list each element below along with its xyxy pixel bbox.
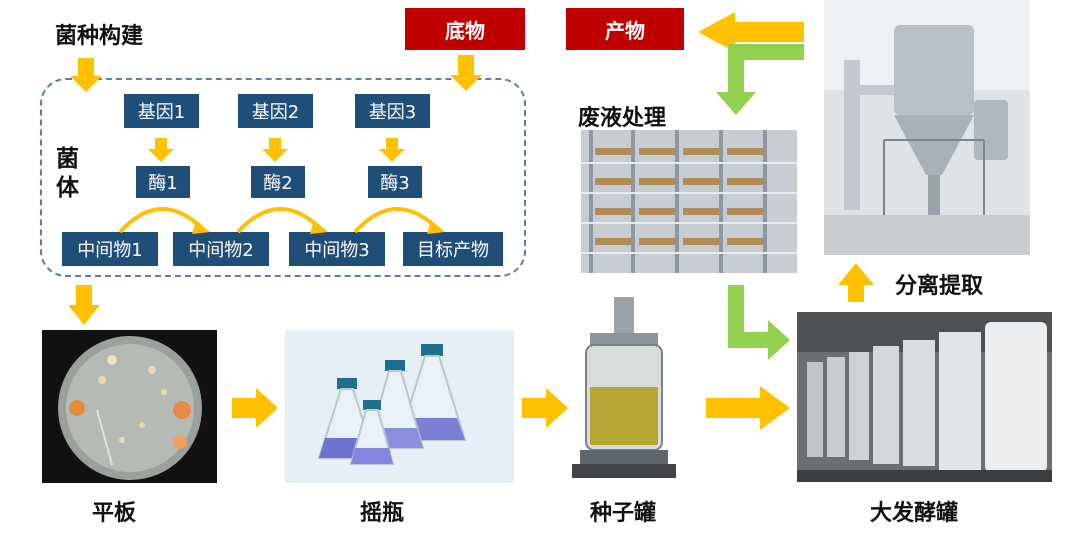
waste-treatment-title: 废液处理 xyxy=(578,106,667,131)
stage-flask-label: 摇瓶 xyxy=(360,501,405,526)
arc-intermediate2-3 xyxy=(236,206,322,234)
arrow-fermenter-up xyxy=(838,263,874,302)
intermediate-3-box: 中间物3 xyxy=(289,232,385,266)
seed-tank-photo xyxy=(562,295,687,485)
enzyme-3-box: 酶3 xyxy=(368,166,422,198)
stage-seed-label: 种子罐 xyxy=(590,501,657,526)
enzyme-2-box: 酶2 xyxy=(251,166,305,198)
cell-region xyxy=(40,78,526,277)
arc-intermediate1-2 xyxy=(118,206,204,234)
arrow-strain-down xyxy=(70,58,102,92)
arc-intermediate3-target xyxy=(353,206,439,234)
separation-equipment-photo xyxy=(824,0,1030,255)
gene-1-box: 基因1 xyxy=(124,94,199,128)
gene-2-box: 基因2 xyxy=(238,94,313,128)
arrow-substrate-down xyxy=(450,55,482,91)
arrow-waste-to-fermenter xyxy=(728,285,790,360)
substrate-box: 底物 xyxy=(405,8,525,50)
target-product-box: 目标产物 xyxy=(403,232,503,266)
arrow-to-waste xyxy=(716,44,804,115)
stage-fermenter-label: 大发酵罐 xyxy=(870,501,959,526)
gene-3-box: 基因3 xyxy=(355,94,430,128)
intermediate-1-box: 中间物1 xyxy=(62,232,158,266)
arrow-gene1-down xyxy=(148,138,174,162)
separation-title: 分离提取 xyxy=(895,274,984,299)
arrow-plate-to-flask xyxy=(232,388,278,428)
arrow-gene3-down xyxy=(379,138,405,162)
arrow-gene2-down xyxy=(262,138,288,162)
arrow-seed-to-fermenter xyxy=(706,386,790,430)
intermediate-2-box: 中间物2 xyxy=(173,232,269,266)
enzyme-1-box: 酶1 xyxy=(136,166,190,198)
flask-photo xyxy=(285,330,514,483)
stage-plate-label: 平板 xyxy=(92,501,137,526)
arrow-to-product xyxy=(698,12,804,52)
product-box: 产物 xyxy=(566,8,684,50)
arrow-flask-to-seed xyxy=(522,388,568,428)
cell-label: 菌体 xyxy=(56,146,79,201)
arrow-cell-down xyxy=(68,285,100,325)
fermenter-photo xyxy=(797,312,1052,482)
waste-treatment-photo xyxy=(581,130,797,273)
plate-photo xyxy=(42,330,217,483)
strain-construction-title: 菌种构建 xyxy=(55,24,144,49)
